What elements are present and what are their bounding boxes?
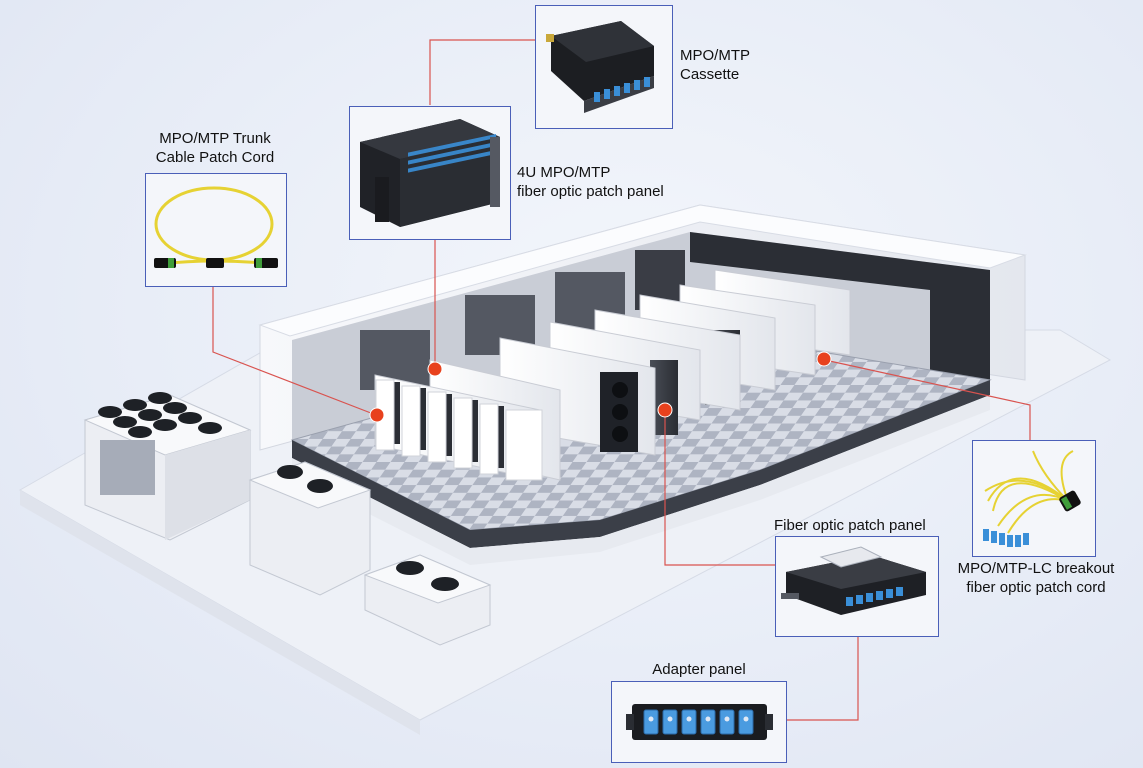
trunk-cable-image-box [145,173,287,287]
leader-trunk [212,287,377,416]
fiber-patch-panel-label-line-1: Fiber optic patch panel [774,517,926,534]
cassette-image [546,21,654,113]
patch-panel-4u-label-line-1: 4U MPO/MTP [517,164,611,181]
ground-plate-edge [20,490,420,735]
marker-patch-panel [657,402,673,418]
leader-lines [212,39,1031,721]
marker-trunk [369,407,385,423]
patch-panel-4u-image-box [349,106,511,240]
cooling-unit-large [83,392,252,541]
fiber-patch-panel-image [781,546,926,615]
cooling-unit-small [363,554,492,646]
patch-panel-4u-label: 4U MPO/MTP fiber optic patch panel [517,163,664,201]
trunk-cable-image [154,186,278,268]
fiber-patch-panel-label: Fiber optic patch panel [774,516,926,535]
cooling-unit-medium [248,461,372,596]
breakout-cord-image [983,450,1081,547]
cassette-label-line-1: MPO/MTP [680,47,750,64]
breakout-cord-label-line-2: fiber optic patch cord [966,579,1106,596]
marker-breakout [816,351,832,367]
leader-adapter [787,637,859,721]
breakout-cord-label: MPO/MTP-LC breakout fiber optic patch co… [940,559,1132,597]
cassette-label: MPO/MTP Cassette [680,46,750,84]
adapter-panel-label: Adapter panel [611,660,787,679]
cassette-image-box [535,5,673,129]
marker-4u-panel [427,361,443,377]
adapter-panel-label-line-1: Adapter panel [652,661,746,678]
breakout-cord-image-box [972,440,1096,557]
leader-breakout [824,359,1031,440]
leader-patch-panel [664,410,775,566]
floor-front-edge [292,380,990,548]
trunk-cable-label: MPO/MTP Trunk Cable Patch Cord [143,129,287,167]
patch-panel-4u-image [360,119,500,227]
trunk-cable-label-line-1: MPO/MTP Trunk [159,130,271,147]
location-markers [369,351,832,423]
interior-dark-back [690,232,990,385]
building-roof-rim [258,204,1027,337]
trunk-cable-label-line-2: Cable Patch Cord [155,149,275,166]
front-rack-cluster [374,359,561,481]
adapter-panel-image-box [611,681,787,763]
leader-cassette [429,39,535,105]
fiber-patch-panel-image-box [775,536,939,637]
floor-base [292,395,990,565]
adapter-panel-image [626,704,773,740]
breakout-cord-label-line-1: MPO/MTP-LC breakout [957,560,1115,577]
cassette-label-line-2: Cassette [680,66,740,83]
patch-panel-4u-label-line-2: fiber optic patch panel [517,183,664,200]
